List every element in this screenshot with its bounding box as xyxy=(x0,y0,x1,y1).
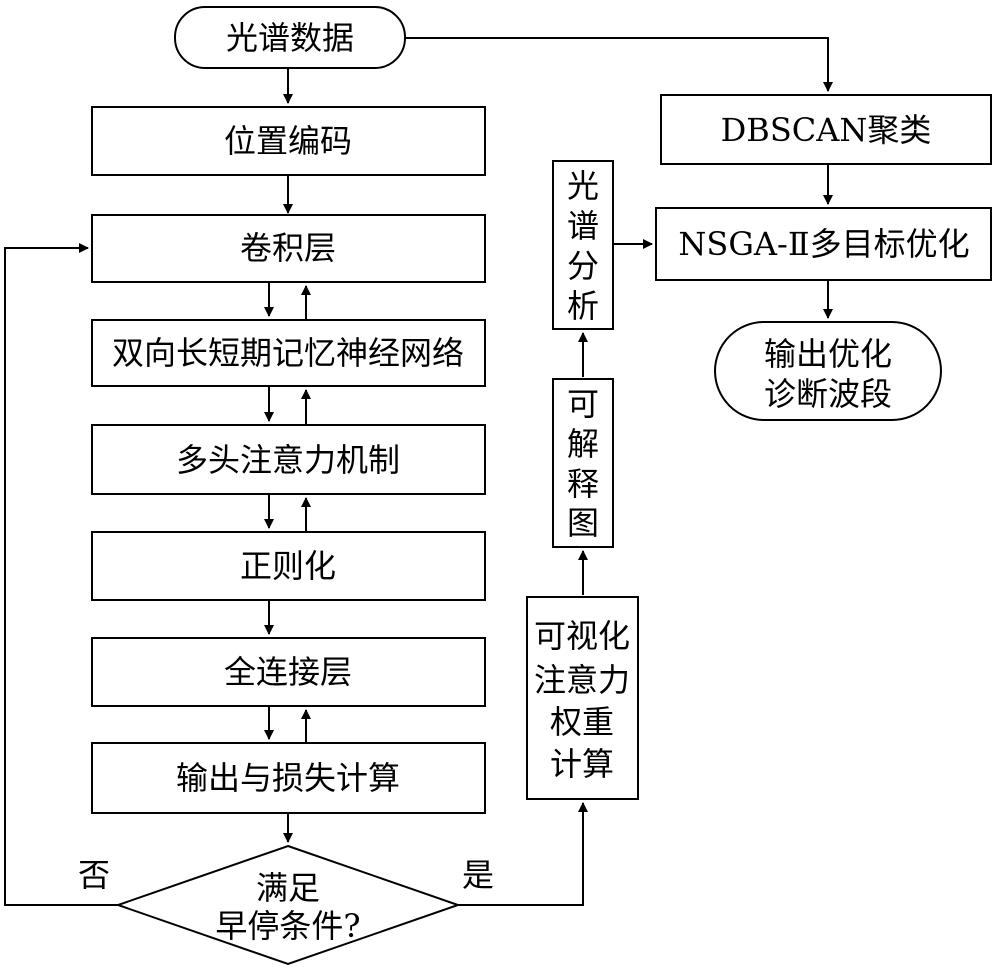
node-early-stop-line-1: 满足 xyxy=(256,869,320,907)
node-attention-weights: 可视化 注意力 权重 计算 xyxy=(526,596,639,800)
node-output-loss-label: 输出与损失计算 xyxy=(176,759,400,797)
node-early-stop-line-2: 早停条件? xyxy=(215,907,360,945)
node-spectral-data-label: 光谱数据 xyxy=(226,19,354,57)
node-explanation-map: 可 解 释 图 xyxy=(552,378,614,548)
node-regularization: 正则化 xyxy=(91,531,486,601)
edge-label-yes: 是 xyxy=(462,856,494,894)
node-dbscan: DBSCAN聚类 xyxy=(660,94,992,165)
node-dbscan-label: DBSCAN聚类 xyxy=(721,111,932,149)
edge-label-no: 否 xyxy=(78,856,110,894)
node-conv-layer-label: 卷积层 xyxy=(240,229,336,267)
edge-decision-yes xyxy=(458,802,588,906)
node-bilstm-label: 双向长短期记忆神经网络 xyxy=(112,334,464,372)
node-position-encoding: 位置编码 xyxy=(91,106,486,176)
edges xyxy=(4,37,833,906)
node-spectral-analysis: 光 谱 分 析 xyxy=(552,160,614,330)
node-nsga: NSGA-Ⅱ多目标优化 xyxy=(655,207,992,281)
node-spectral-analysis-char-2: 谱 xyxy=(567,207,599,245)
node-attention-weights-line-4: 计算 xyxy=(550,745,614,783)
node-position-encoding-label: 位置编码 xyxy=(224,122,352,160)
node-spectral-analysis-char-3: 分 xyxy=(567,247,599,285)
node-spectral-data: 光谱数据 xyxy=(174,6,406,69)
edge-spectral-to-dbscan xyxy=(405,37,833,92)
node-output-loss: 输出与损失计算 xyxy=(91,742,486,814)
node-explanation-map-char-4: 图 xyxy=(567,504,599,542)
node-attention-weights-line-3: 权重 xyxy=(550,703,614,741)
node-spectral-analysis-char-4: 析 xyxy=(567,287,599,325)
node-fully-connected: 全连接层 xyxy=(91,637,486,707)
node-multihead-attention-label: 多头注意力机制 xyxy=(176,441,400,479)
node-explanation-map-char-1: 可 xyxy=(567,385,599,423)
node-output-bands: 输出优化 诊断波段 xyxy=(714,321,942,421)
node-multihead-attention: 多头注意力机制 xyxy=(91,424,486,495)
node-regularization-label: 正则化 xyxy=(240,547,336,585)
node-explanation-map-char-3: 释 xyxy=(567,465,599,503)
node-spectral-analysis-char-1: 光 xyxy=(567,167,599,205)
node-bilstm: 双向长短期记忆神经网络 xyxy=(91,319,486,387)
node-explanation-map-char-2: 解 xyxy=(567,425,599,463)
edge-decision-no-loop xyxy=(4,243,118,906)
node-output-bands-line-2: 诊断波段 xyxy=(764,375,892,413)
node-attention-weights-line-2: 注意力 xyxy=(534,661,630,699)
node-fully-connected-label: 全连接层 xyxy=(224,653,352,691)
node-attention-weights-line-1: 可视化 xyxy=(534,617,630,655)
node-nsga-label: NSGA-Ⅱ多目标优化 xyxy=(678,225,969,263)
node-early-stop-decision: 满足 早停条件? xyxy=(114,844,462,966)
node-output-bands-line-1: 输出优化 xyxy=(764,335,892,373)
node-conv-layer: 卷积层 xyxy=(91,214,486,283)
